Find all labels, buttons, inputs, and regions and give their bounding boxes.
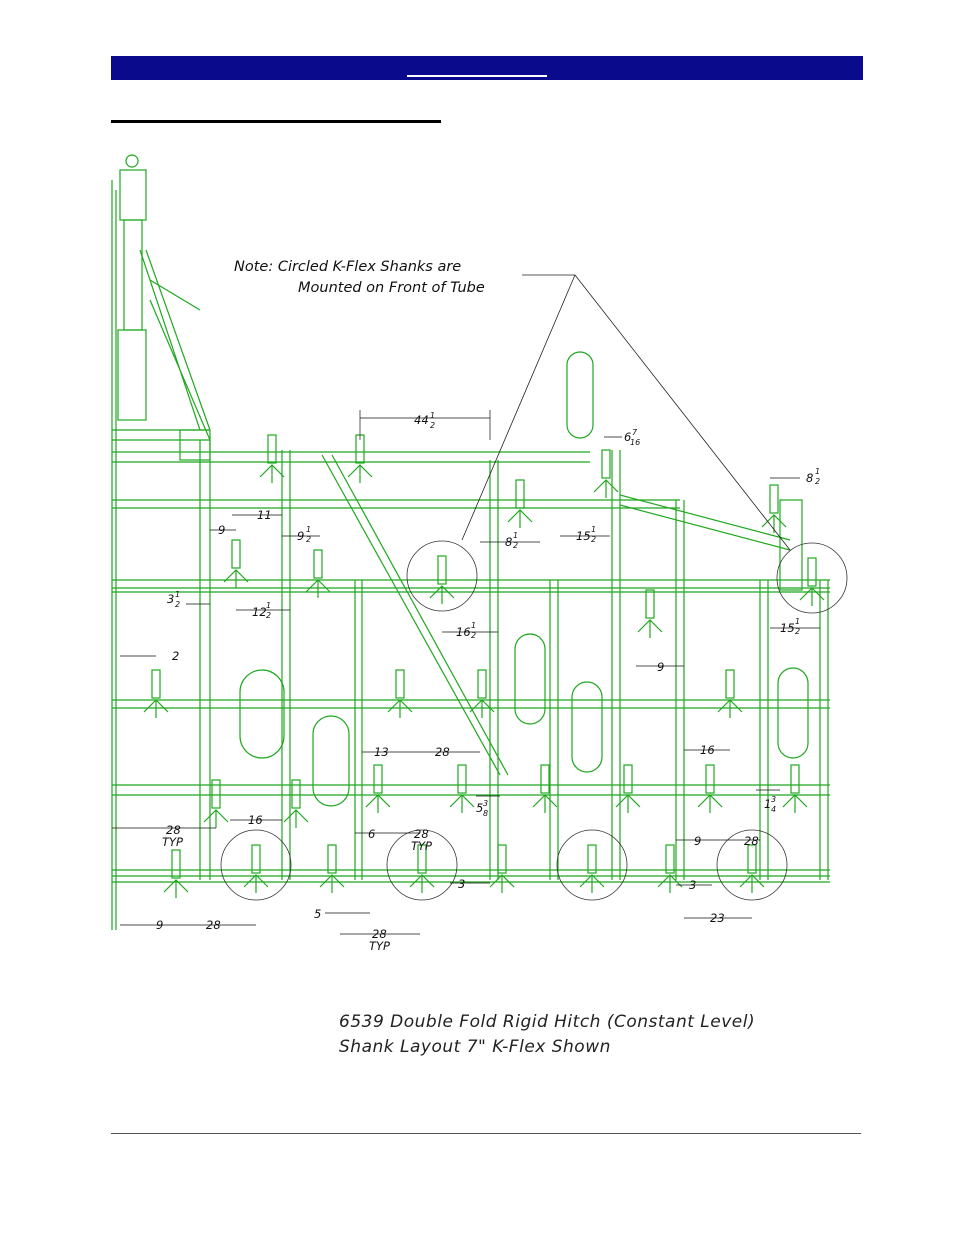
dim-16-mid: 16 [700, 743, 715, 757]
dim-typ-bottom: TYP [369, 939, 390, 953]
dim-5-frac-den: 8 [483, 809, 488, 818]
note-line-2: Mounted on Front of Tube [298, 280, 485, 296]
dimension-lines [112, 410, 820, 934]
footer-rule [111, 1133, 861, 1134]
dim-28-right: 28 [744, 834, 759, 848]
section-heading-rule [111, 120, 441, 123]
dim-5-frac-num: 3 [483, 799, 488, 808]
dim-15-right: 15 [780, 621, 795, 635]
dim-15-top-frac-num: 1 [591, 525, 596, 534]
dim-3-frac-num: 1 [175, 590, 180, 599]
dim-5-bottom: 5 [314, 907, 321, 921]
dim-8-mid: 8 [505, 535, 512, 549]
dim-16-frac-den: 2 [471, 631, 476, 640]
dim-typ-left: TYP [162, 835, 183, 849]
dim-2: 2 [172, 649, 179, 663]
wheels [240, 352, 808, 806]
drawing-caption: 6539 Double Fold Rigid Hitch (Constant L… [339, 1010, 755, 1060]
dim-8-mid-frac-num: 1 [513, 531, 518, 540]
dim-3-frac-den: 2 [175, 600, 180, 609]
note-line-1: Note: Circled K-Flex Shanks are [234, 259, 461, 275]
caption-line-1: 6539 Double Fold Rigid Hitch (Constant L… [339, 1010, 755, 1035]
dim-8-top-frac-den: 2 [815, 477, 820, 486]
dim-6-frac-den: 16 [630, 438, 640, 447]
dim-15-top: 15 [576, 529, 591, 543]
dim-8-top: 8 [806, 471, 813, 485]
dim-9-bottom: 9 [694, 834, 701, 848]
dim-28-mid: 28 [435, 745, 450, 759]
dim-8-top-frac-num: 1 [815, 467, 820, 476]
dim-9-bottom-left: 9 [156, 918, 163, 932]
dim-28-bottom-left: 28 [206, 918, 221, 932]
dim-9-mid: 9 [297, 529, 304, 543]
dimension-labels: 44 1 2 6 7 16 8 1 2 11 9 9 1 2 8 1 2 15 … [156, 411, 820, 953]
dim-3-mid: 3 [458, 877, 465, 891]
note-leaders [462, 275, 790, 550]
dim-15-right-frac-den: 2 [795, 627, 800, 636]
dim-9-mid-frac-num: 1 [306, 525, 311, 534]
dim-44-frac-den: 2 [430, 421, 435, 430]
caption-line-2: Shank Layout 7" K-Flex Shown [339, 1035, 755, 1060]
dim-23: 23 [710, 911, 725, 925]
dim-6-bottom: 6 [368, 827, 375, 841]
shank-layout-drawing: Note: Circled K-Flex Shanks are Mounted … [100, 140, 860, 970]
k-flex-shanks [144, 435, 824, 898]
header-title-underline [407, 75, 547, 77]
dim-13: 13 [374, 745, 389, 759]
dim-12-frac-den: 2 [266, 611, 271, 620]
dim-3-left: 3 [167, 592, 174, 606]
dim-8-mid-frac-den: 2 [513, 541, 518, 550]
dim-1-frac-den: 4 [771, 805, 776, 814]
dim-15-right-frac-num: 1 [795, 617, 800, 626]
dim-9-right: 9 [657, 660, 664, 674]
dim-9-left: 9 [218, 523, 225, 537]
dim-3-right: 3 [689, 878, 696, 892]
dim-16-bottom: 16 [248, 813, 263, 827]
dim-6-frac-num: 7 [632, 428, 638, 437]
dim-15-top-frac-den: 2 [591, 535, 596, 544]
dim-9-mid-frac-den: 2 [306, 535, 311, 544]
dim-typ-mid: TYP [411, 839, 432, 853]
dim-11: 11 [257, 508, 272, 522]
dim-16-frac-num: 1 [471, 621, 476, 630]
dim-44-frac-num: 1 [430, 411, 435, 420]
dim-12-frac-num: 1 [266, 601, 271, 610]
dim-16-top: 16 [456, 625, 471, 639]
dim-44: 44 [414, 413, 429, 427]
dim-1-frac-num: 3 [771, 795, 776, 804]
dim-12: 12 [252, 605, 267, 619]
note-text: Note: Circled K-Flex Shanks are Mounted … [234, 259, 485, 296]
